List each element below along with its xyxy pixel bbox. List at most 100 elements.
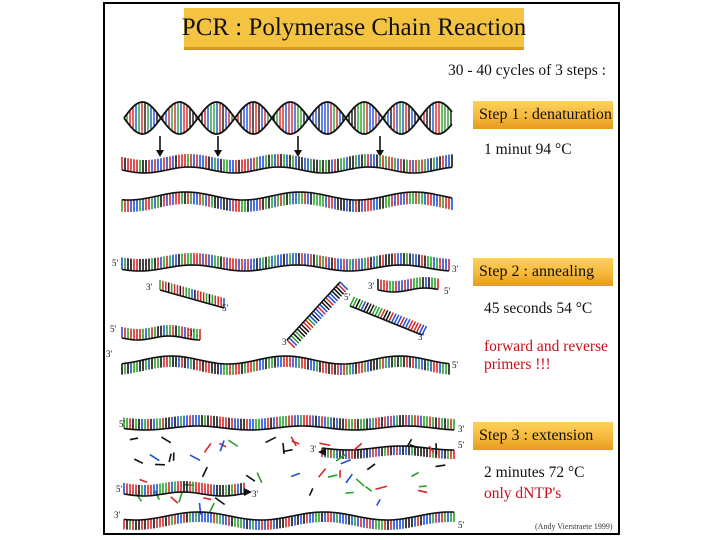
nucleotide (293, 333, 301, 341)
step-2-note-line1: forward and reverse (484, 338, 608, 356)
dntp (291, 473, 300, 476)
dntp (215, 498, 225, 505)
strand-end-label: 5' (116, 484, 123, 494)
nucleotide (289, 338, 297, 346)
dntp (319, 469, 326, 477)
nucleotide (336, 286, 344, 294)
dntp (150, 455, 159, 461)
strand-end-label: 3' (188, 328, 195, 338)
dntp (319, 443, 330, 445)
strand-end-label: 5' (458, 520, 465, 530)
dntp (257, 473, 262, 483)
nucleotide (330, 293, 338, 301)
dntp (419, 486, 427, 487)
nucleotide (338, 284, 346, 292)
dntp (130, 438, 138, 440)
dntp (436, 443, 437, 454)
strand-end-label: 3' (452, 264, 459, 274)
backbone (122, 356, 449, 364)
dntp (346, 474, 352, 483)
free-dntps (130, 437, 445, 515)
nucleotide (318, 307, 326, 315)
nucleotide (311, 313, 319, 321)
nucleotide (316, 309, 324, 317)
dntp (346, 492, 354, 493)
dntp (367, 464, 375, 470)
nucleotide (295, 331, 303, 339)
credit-text: (Andy Vierstraete 1999) (535, 522, 613, 531)
nucleotide (328, 295, 336, 303)
nucleotide (324, 300, 332, 308)
extending-strand-bottom (124, 481, 244, 496)
nucleotide (314, 311, 322, 319)
nucleotide (301, 324, 309, 332)
dntp (203, 498, 211, 500)
page-title: PCR : Polymerase Chain Reaction (184, 8, 524, 50)
right-arrow-icon (244, 488, 252, 496)
strand-end-label: 3' (368, 281, 375, 291)
double-helix (124, 102, 452, 134)
backbone (122, 167, 452, 173)
dntp (179, 492, 182, 502)
down-arrow-icon (214, 150, 222, 157)
nucleotide (307, 318, 315, 326)
nucleotide (332, 291, 340, 299)
strand-end-label: 3' (146, 282, 153, 292)
step-1-detail: 1 minut 94 °C (484, 141, 572, 159)
dntp (204, 443, 210, 452)
dntp (411, 472, 418, 476)
nucleotide (303, 322, 311, 330)
nucleotide (287, 340, 295, 348)
dntp (161, 437, 170, 443)
strand-end-label: 5' (110, 324, 117, 334)
step-3-note: only dNTP's (484, 485, 561, 503)
separated-strand-top (122, 154, 452, 173)
template-strand-bottom (124, 512, 454, 530)
dntp (341, 460, 351, 464)
dntp (134, 459, 143, 463)
strand-end-label: 3' (106, 349, 113, 359)
nucleotide (326, 298, 334, 306)
strand-end-label: 3' (310, 444, 317, 454)
step-2-note-line2: primers !!! (484, 356, 551, 374)
dntp (169, 454, 171, 462)
dntp (283, 443, 284, 454)
nucleotide (291, 336, 299, 344)
dntp (210, 503, 215, 512)
dntp (265, 437, 275, 442)
dntp (366, 487, 372, 492)
primer-top-right (378, 277, 438, 292)
nucleotide (299, 327, 307, 335)
strand-end-label: 3' (418, 332, 425, 342)
separated-strand-bottom (122, 192, 452, 212)
template-strand-top (124, 415, 454, 430)
dntp (356, 479, 364, 486)
strand-end-label: 3' (282, 337, 289, 347)
template-strand-bottom (122, 356, 449, 375)
dntp (310, 488, 313, 495)
nucleotide (320, 304, 328, 312)
dntp (418, 490, 427, 492)
dntp (246, 475, 255, 481)
dntp (190, 455, 200, 460)
strand-end-label: 3' (458, 424, 465, 434)
backbone (122, 265, 449, 271)
strand-end-label: 5' (344, 292, 351, 302)
dntp (435, 465, 445, 466)
dntp (377, 499, 380, 505)
nucleotide (340, 282, 348, 290)
step-3-label: Step 3 : extension (473, 422, 613, 450)
strand-end-label: 5' (458, 440, 465, 450)
dntp (328, 475, 337, 477)
step-3-detail: 2 minutes 72 °C (484, 464, 585, 482)
strand-end-label: 5' (444, 286, 451, 296)
strand-end-label: 5' (452, 360, 459, 370)
dntp (375, 486, 386, 489)
cycles-text: 30 - 40 cycles of 3 steps : (448, 62, 606, 80)
reverse-primer (350, 297, 427, 335)
strand-end-label: 3' (114, 510, 121, 520)
step-2-label: Step 2 : annealing (473, 258, 613, 286)
nucleotide (334, 289, 342, 297)
dntp (171, 497, 178, 503)
dntp (203, 467, 208, 477)
